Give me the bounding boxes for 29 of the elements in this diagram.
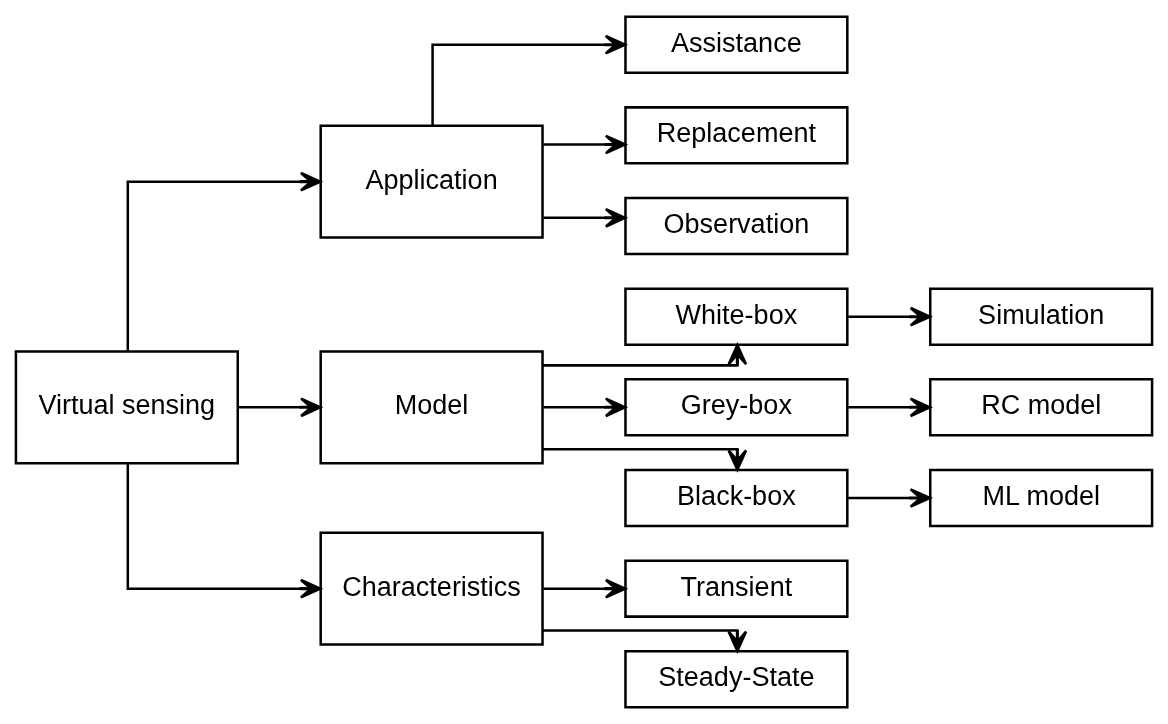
node-box: Transient [624, 559, 849, 618]
arrow [848, 306, 932, 327]
node-box: Simulation [929, 287, 1154, 346]
arrow [543, 207, 627, 228]
node-box: Application [319, 124, 544, 239]
arrow [238, 397, 322, 418]
arrow [431, 34, 627, 126]
node-box: RC model [929, 378, 1154, 437]
arrow [542, 448, 748, 471]
node-box: Characteristics [319, 531, 544, 646]
arrow [543, 134, 627, 155]
arrow [543, 578, 627, 599]
arrow [848, 488, 932, 508]
node-box: Observation [624, 196, 849, 256]
node-box: Grey-box [624, 378, 849, 437]
node-box: ML model [929, 468, 1154, 528]
node-box: Model [319, 350, 544, 465]
node-box: White-box [624, 287, 849, 346]
node-box: Black-box [624, 468, 849, 528]
node-box: Steady-State [624, 650, 849, 709]
arrow [126, 171, 322, 351]
node-box: Assistance [624, 15, 849, 74]
node-box: Virtual sensing [14, 350, 239, 465]
node-box: Replacement [624, 106, 849, 165]
arrow [126, 463, 322, 599]
arrow [542, 629, 748, 653]
arrow [848, 397, 932, 418]
arrow [542, 343, 748, 367]
arrow [543, 397, 627, 418]
